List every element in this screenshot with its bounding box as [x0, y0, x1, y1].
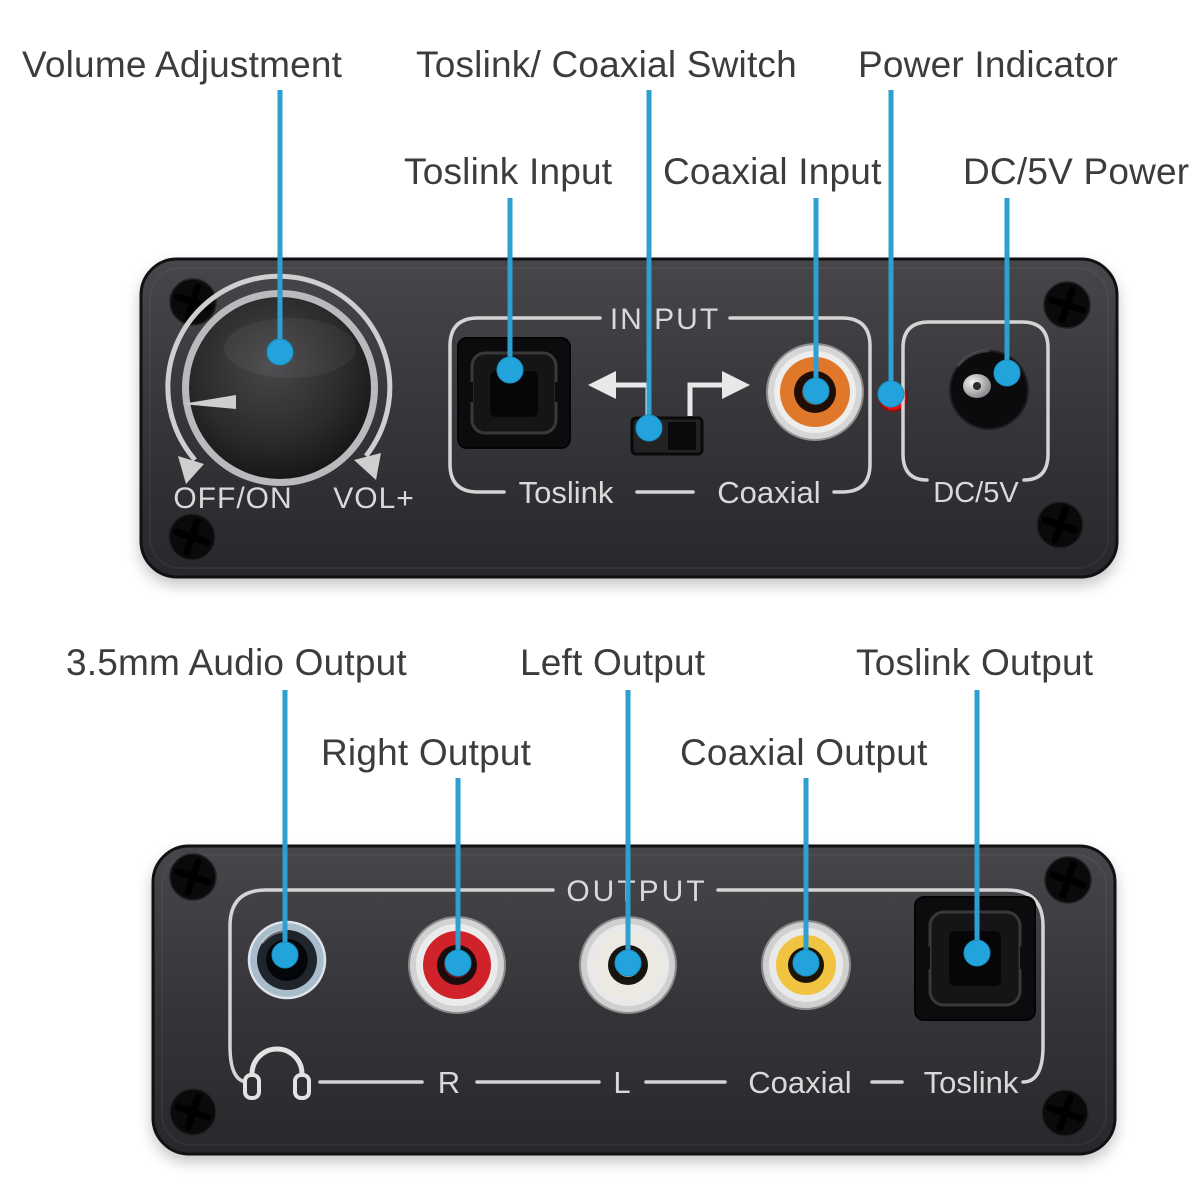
converter-front-panel: OFF/ON VOL+ IN PUT Toslink Coaxial	[139, 257, 1119, 579]
toslink-input-caption: Toslink	[519, 475, 614, 510]
callout-left-output: Left Output	[520, 642, 706, 683]
back-panel-bevel	[161, 854, 1107, 1146]
toslink-input-port	[457, 337, 571, 449]
toslink-output-caption: Toslink	[924, 1065, 1019, 1100]
off-on-label: OFF/ON	[173, 482, 292, 515]
coaxial-input-caption: Coaxial	[717, 475, 820, 510]
volume-knob	[182, 290, 378, 486]
leader-dot-dc-power	[993, 359, 1021, 387]
leader-dot-volume	[266, 338, 294, 366]
screw-icon	[169, 1088, 217, 1136]
callout-toslink-input: Toslink Input	[404, 151, 613, 192]
leader-dot-coaxial-input	[802, 377, 830, 405]
leader-dot-audio-3-5mm	[271, 941, 299, 969]
screw-icon	[1036, 501, 1084, 549]
vol-plus-label: VOL+	[333, 482, 415, 515]
coaxial-output-caption: Coaxial	[748, 1065, 851, 1100]
screw-icon	[1044, 856, 1092, 904]
toslink-output-port	[914, 896, 1036, 1021]
rotation-arrow	[165, 273, 393, 484]
dc-caption: DC/5V	[933, 477, 1019, 509]
callout-right-output: Right Output	[321, 732, 532, 773]
callout-volume-adjustment: Volume Adjustment	[22, 44, 343, 85]
screw-icon	[169, 278, 217, 326]
knob-pointer	[182, 395, 236, 409]
callout-coaxial-output: Coaxial Output	[680, 732, 928, 773]
callout-3-5mm-audio-output: 3.5mm Audio Output	[66, 642, 407, 683]
screw-icon	[169, 853, 217, 901]
screw-icon	[1043, 281, 1091, 329]
leader-dot-left-output	[614, 949, 642, 977]
headphones-icon	[243, 1046, 311, 1100]
callout-coaxial-input: Coaxial Input	[663, 151, 882, 192]
left-output-caption: L	[613, 1065, 630, 1100]
input-group-title: IN PUT	[610, 303, 720, 336]
screw-icon	[168, 513, 216, 561]
callout-toslink-coaxial-switch: Toslink/ Coaxial Switch	[416, 44, 797, 85]
input-group-outline	[448, 316, 872, 494]
callout-toslink-output: Toslink Output	[856, 642, 1094, 683]
dc-group-outline	[901, 320, 1050, 482]
front-panel-body	[139, 257, 1119, 579]
leader-dot-right-output	[444, 949, 472, 977]
callout-power-indicator: Power Indicator	[858, 44, 1119, 85]
output-group-title: OUTPUT	[566, 875, 707, 908]
leader-dot-coaxial-output	[792, 949, 820, 977]
right-output-caption: R	[438, 1065, 460, 1100]
rotation-arrowhead-right	[354, 453, 381, 480]
leader-dot-power	[877, 380, 905, 408]
leader-dot-toslink-input	[496, 356, 524, 384]
rotation-arrowhead-left	[178, 456, 204, 484]
front-panel-bevel	[149, 267, 1109, 569]
leader-dot-toslink-output	[963, 939, 991, 967]
output-group-outline	[228, 888, 1045, 1084]
screw-icon	[1041, 1089, 1089, 1137]
leader-dot-switch	[635, 414, 663, 442]
callout-dc-5v-power: DC/5V Power	[963, 151, 1190, 192]
